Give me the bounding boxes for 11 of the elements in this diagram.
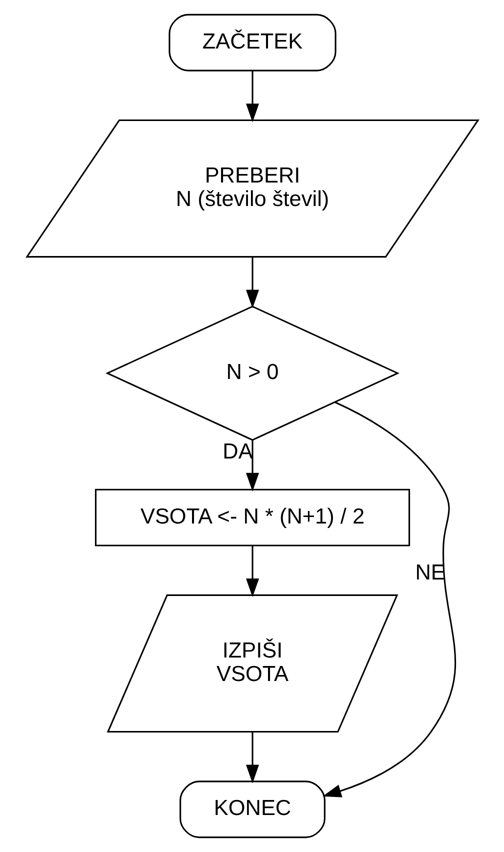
edge-label: DA bbox=[222, 438, 252, 464]
arrow bbox=[245, 546, 259, 598]
arrow bbox=[245, 257, 259, 308]
node-box: KONEC bbox=[179, 780, 325, 838]
arrow bbox=[245, 71, 259, 122]
arrow bbox=[245, 440, 259, 492]
node-box: ZAČETEK bbox=[168, 14, 336, 72]
arrow bbox=[322, 402, 456, 798]
node-diamond: N > 0 bbox=[105, 306, 399, 441]
node-box: VSOTA <- N * (N+1) / 2 bbox=[94, 488, 410, 546]
arrow bbox=[245, 732, 259, 784]
